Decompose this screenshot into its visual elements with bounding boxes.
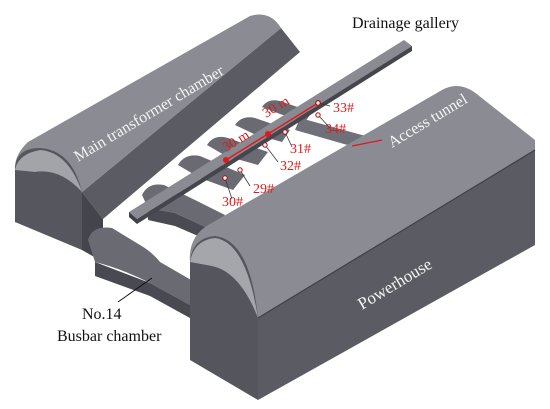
point-label: 29# — [253, 182, 274, 197]
busbar-label-number: No.14 — [82, 306, 122, 323]
monitoring-point — [282, 129, 288, 135]
point-label: 31# — [290, 142, 311, 157]
point-label: 32# — [280, 159, 301, 174]
monitoring-point — [315, 100, 321, 106]
monitoring-point — [315, 112, 321, 118]
dimension-marker — [265, 131, 271, 137]
point-label: 33# — [333, 101, 354, 116]
dimension-marker — [223, 157, 229, 163]
monitoring-annotations — [222, 100, 383, 200]
dimension-line — [225, 102, 319, 161]
monitoring-point — [262, 142, 268, 148]
powerhouse — [189, 86, 536, 400]
access-tunnel-arrow — [351, 139, 383, 147]
drainage-gallery — [129, 40, 412, 224]
point-label: 34# — [325, 122, 346, 137]
busbar-leader-line — [117, 277, 153, 303]
drainage-gallery-label: Drainage gallery — [352, 15, 459, 32]
point-label: 30# — [222, 195, 243, 210]
main-transformer-chamber — [14, 14, 300, 262]
monitoring-point — [237, 167, 243, 173]
monitoring-point — [222, 175, 228, 181]
busbar-label-name: Busbar chamber — [57, 328, 162, 345]
